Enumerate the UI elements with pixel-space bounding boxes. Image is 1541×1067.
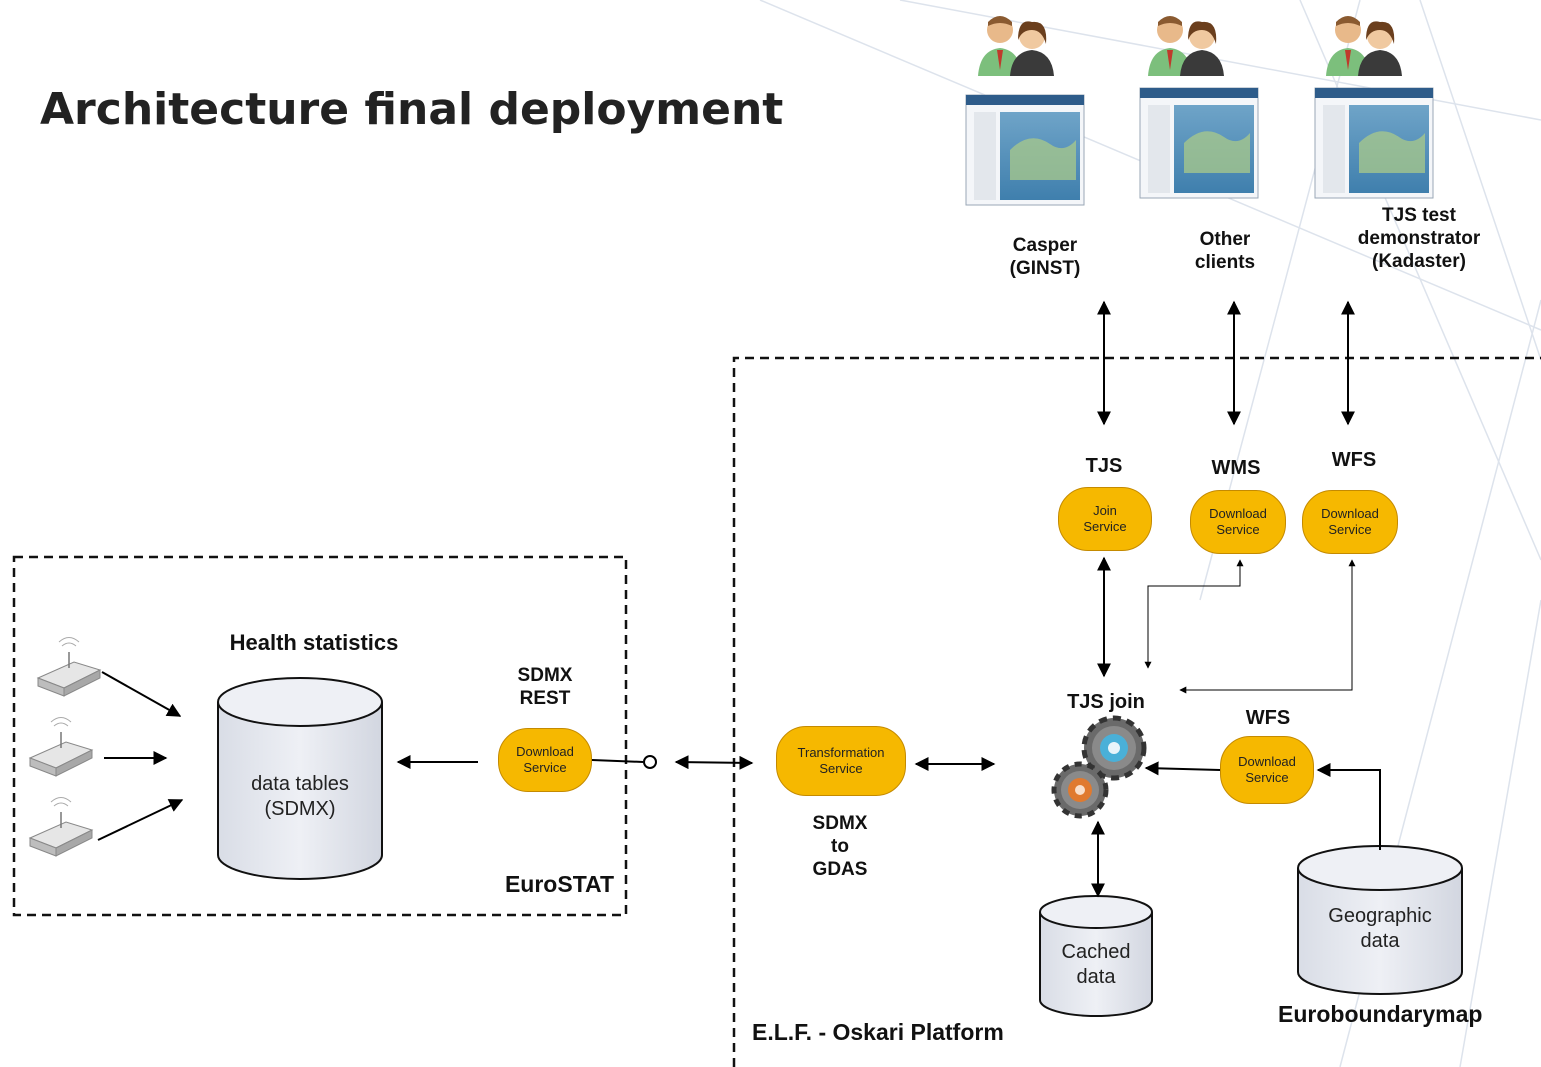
client-label-other: Other clients xyxy=(1194,229,1256,274)
client-screen-icon-3 xyxy=(1314,87,1434,199)
euroboundarymap-label: Euroboundarymap xyxy=(1278,1001,1483,1027)
client-screen-icon-1 xyxy=(965,94,1085,206)
wms-label: WMS xyxy=(1211,457,1261,479)
wfs-download-service: Download Service xyxy=(1302,490,1398,554)
user-pair-icon-3 xyxy=(1326,16,1402,76)
sensor-device-3 xyxy=(28,797,94,857)
sdmx-rest-label: SDMX REST xyxy=(517,665,573,710)
tjs-join-gears-icon xyxy=(1051,715,1147,819)
thin-flow-arrows xyxy=(1144,559,1356,694)
user-pair-icon-1 xyxy=(978,16,1054,76)
transformation-service: Transformation Service xyxy=(776,726,906,796)
sensor-arrows xyxy=(97,671,184,841)
sensor-device-2 xyxy=(28,717,94,777)
cached-data-cylinder xyxy=(1039,895,1153,1017)
user-pair-icon-2 xyxy=(1148,16,1224,76)
cached-data-label: Cached data xyxy=(1061,941,1131,988)
tjs-join-label: TJS join xyxy=(1067,691,1145,713)
wms-download-service: Download Service xyxy=(1190,490,1286,554)
geographic-data-label: Geographic data xyxy=(1328,905,1432,952)
geographic-data-cylinder xyxy=(1297,845,1463,995)
sdmx-download-service: Download Service xyxy=(498,728,592,792)
flow-arrows xyxy=(396,300,1381,898)
client-label-casper: Casper (GINST) xyxy=(1009,235,1081,280)
wfs2-download-service: Download Service xyxy=(1220,736,1314,804)
eurostat-label: EuroSTAT xyxy=(504,871,614,897)
oskari-platform-label: E.L.F. - Oskari Platform xyxy=(752,1019,1004,1045)
data-tables-label: data tables (SDMX) xyxy=(251,773,349,820)
client-label-tjs-demonstrator: TJS test demonstrator (Kadaster) xyxy=(1357,205,1481,273)
health-statistics-heading: Health statistics xyxy=(229,630,399,655)
tjs-join-service: Join Service xyxy=(1058,487,1152,551)
wfs-label: WFS xyxy=(1331,449,1377,471)
tjs-label: TJS xyxy=(1085,455,1123,477)
eurostat-boundary xyxy=(12,555,628,917)
wfs2-label: WFS xyxy=(1245,707,1291,729)
oskari-platform-boundary xyxy=(732,356,1541,1067)
data-tables-cylinder xyxy=(217,677,383,880)
client-screen-icon-2 xyxy=(1139,87,1259,199)
page-title: Architecture final deployment xyxy=(40,84,784,135)
sensor-device-1 xyxy=(36,637,102,697)
sdmx-to-gdas-label: SDMX to GDAS xyxy=(812,813,868,881)
